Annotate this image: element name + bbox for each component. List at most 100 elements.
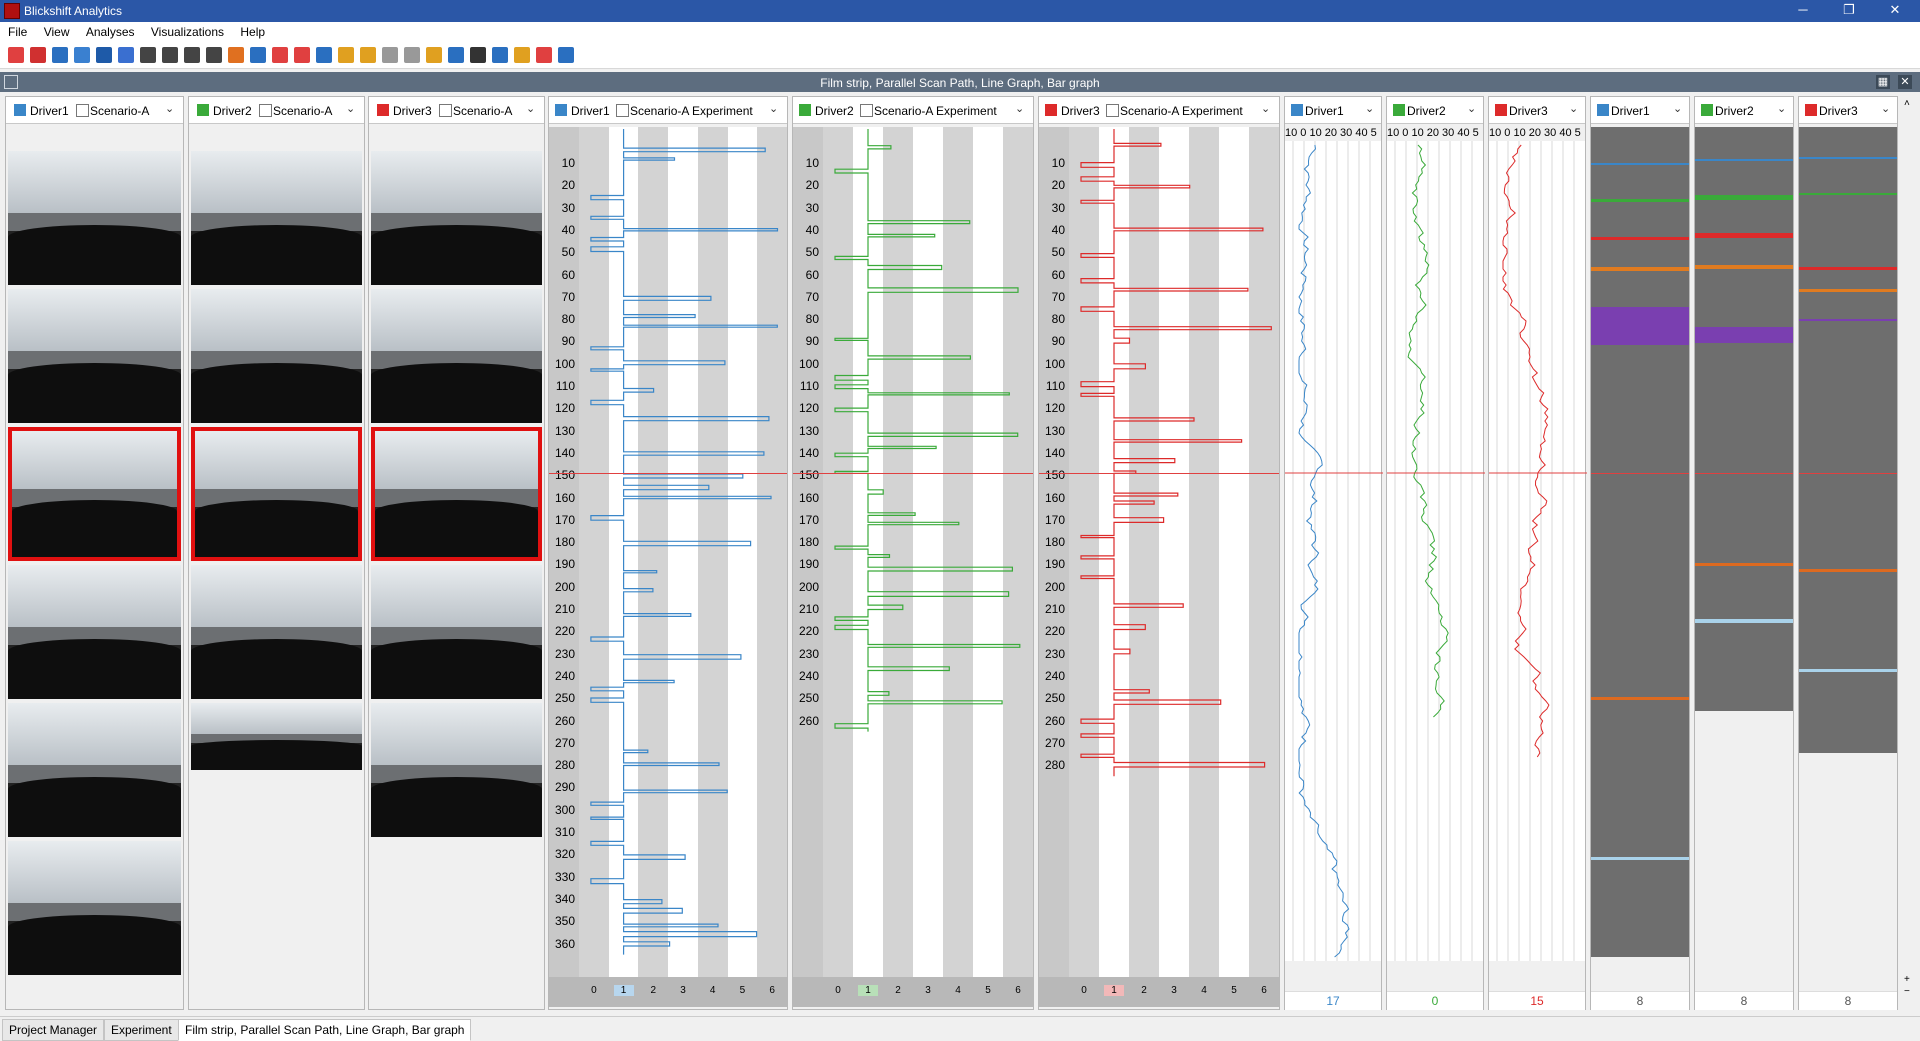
stats-icon[interactable] [184,47,200,63]
save-icon[interactable] [96,47,112,63]
event-bar[interactable] [1799,193,1897,195]
menu-file[interactable]: File [8,25,28,39]
bars-icon[interactable] [338,47,354,63]
menu-visualizations[interactable]: Visualizations [150,25,225,39]
film-frame[interactable] [191,565,362,699]
chevron-down-icon[interactable]: ⌄ [1015,103,1025,115]
event-bar[interactable] [1591,307,1689,345]
table-icon[interactable] [426,47,442,63]
sort-icon[interactable] [162,47,178,63]
menu-help[interactable]: Help [240,25,266,39]
film-frame[interactable] [8,703,181,837]
event-bar[interactable] [1591,267,1689,271]
chevron-down-icon[interactable]: ⌄ [346,103,356,115]
time-cursor-line[interactable] [1039,473,1279,474]
event-bar[interactable] [1591,697,1689,700]
matrix-icon[interactable] [448,47,464,63]
event-bar[interactable] [1695,563,1793,566]
time-cursor-line[interactable] [549,473,787,474]
restore-button[interactable]: ❐ [1843,2,1855,17]
heatmap-icon[interactable] [492,47,508,63]
scan-icon[interactable] [272,47,288,63]
film-frame[interactable] [371,289,542,423]
scroll-up-icon[interactable]: ˄ [1904,98,1910,109]
film-frame[interactable] [191,151,362,285]
chevron-down-icon[interactable]: ⌄ [1569,103,1579,115]
event-bar[interactable] [1799,267,1897,270]
event-bar[interactable] [1591,857,1689,860]
scroll-minus-icon[interactable]: − [1904,986,1910,997]
funnel-icon[interactable] [250,47,266,63]
scenario-checkbox[interactable] [616,104,629,117]
chevron-down-icon[interactable]: ⌄ [165,103,175,115]
film-frame[interactable] [371,151,542,285]
event-bar[interactable] [1695,159,1793,161]
event-bar[interactable] [1591,237,1689,240]
help-filter-icon[interactable] [140,47,156,63]
event-bar[interactable] [1799,569,1897,572]
film-frame[interactable] [371,565,542,699]
film-frame[interactable] [8,565,181,699]
time-cursor-line[interactable] [1695,473,1793,474]
export-icon[interactable] [74,47,90,63]
time-cursor-line[interactable] [793,473,1033,474]
film-frame[interactable] [8,151,181,285]
close-document-icon[interactable]: ✕ [1898,75,1912,89]
event-bar[interactable] [1799,289,1897,292]
grid-icon[interactable] [206,47,222,63]
event-bar[interactable] [1799,319,1897,321]
chevron-down-icon[interactable]: ⌄ [1881,103,1891,115]
group-icon[interactable] [404,47,420,63]
event-bar[interactable] [1591,163,1689,165]
bar-chart-icon[interactable] [514,47,530,63]
chevron-down-icon[interactable]: ⌄ [1777,103,1787,115]
layout-icon[interactable] [228,47,244,63]
tab-visualization[interactable]: Film strip, Parallel Scan Path, Line Gra… [178,1019,472,1041]
scenario-checkbox[interactable] [1106,104,1119,117]
collapse-icon[interactable] [4,75,18,89]
event-bar[interactable] [1695,265,1793,269]
filter-icon[interactable] [118,47,134,63]
film-frame[interactable] [371,703,542,837]
close-button[interactable]: ✕ [1889,2,1901,17]
event-bar[interactable] [1591,199,1689,202]
chevron-down-icon[interactable]: ⌄ [1467,103,1477,115]
film-frame[interactable] [191,427,362,561]
layout-icon[interactable]: ▦ [1876,75,1890,89]
sequence-icon[interactable] [294,47,310,63]
cluster-icon[interactable] [316,47,332,63]
chevron-down-icon[interactable]: ⌄ [1673,103,1683,115]
film-frame[interactable] [8,289,181,423]
film-frame[interactable] [8,427,181,561]
time-cursor-line[interactable] [1591,473,1689,474]
scroll-plus-icon[interactable]: + [1904,974,1910,985]
event-bar[interactable] [1695,327,1793,343]
chevron-down-icon[interactable]: ⌄ [526,103,536,115]
tab-project-manager[interactable]: Project Manager [2,1019,105,1041]
vertical-scrollbar[interactable]: ˄ + − [1902,96,1916,1010]
film-frame[interactable] [191,289,362,423]
film-frame[interactable] [191,703,362,770]
import-icon[interactable] [52,47,68,63]
scenario-checkbox[interactable] [860,104,873,117]
event-bar[interactable] [1799,157,1897,159]
menu-view[interactable]: View [43,25,70,39]
new-icon[interactable] [8,47,24,63]
menu-analyses[interactable]: Analyses [85,25,135,39]
scenario-checkbox[interactable] [76,104,89,117]
time-cursor-line[interactable] [1799,473,1897,474]
settings-icon[interactable] [558,47,574,63]
minimize-button[interactable]: ─ [1798,2,1808,17]
film-frame[interactable] [371,427,542,561]
chevron-down-icon[interactable]: ⌄ [769,103,779,115]
network-icon[interactable] [536,47,552,63]
event-bar[interactable] [1695,233,1793,238]
compare-icon[interactable] [382,47,398,63]
scenario-checkbox[interactable] [439,104,452,117]
chart-icon[interactable] [470,47,486,63]
chevron-down-icon[interactable]: ⌄ [1261,103,1271,115]
film-frame[interactable] [8,841,181,975]
open-icon[interactable] [30,47,46,63]
columns-icon[interactable] [360,47,376,63]
event-bar[interactable] [1695,619,1793,623]
